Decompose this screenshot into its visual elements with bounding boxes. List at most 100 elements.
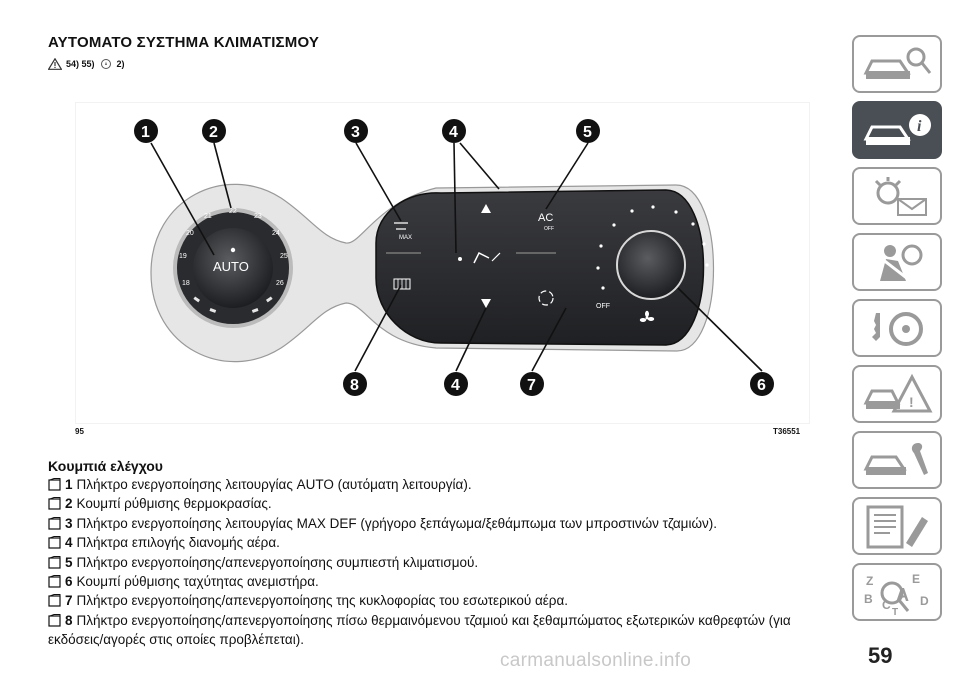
warning-refs-text: 54) 55) [66,59,95,69]
technical-data-icon [866,505,928,549]
legend-text: Πλήκτρο ενεργοποίησης λειτουργίας AUTO (… [76,477,472,492]
rear-defrost-button[interactable] [393,278,411,290]
dial-number: 19 [179,253,187,260]
legend-number: 8 [65,612,73,628]
dial-number: 21 [204,213,212,220]
bookmark-bullet-icon [48,478,61,491]
index-letter: D [920,594,929,608]
bookmark-bullet-icon [48,575,61,588]
index-letters-icon: Z E B A C D T [864,572,929,615]
legend-item: 5 Πλήκτρο ενεργοποίησης/απενεργοποίησης … [48,553,838,572]
tab-technical-data[interactable] [852,497,942,555]
recirculation-button[interactable] [538,290,554,306]
controls-title: Κουμπιά ελέγχου [48,458,163,474]
callout-7: 7 [527,377,536,394]
callout-5: 5 [583,124,592,141]
fan-speed-dial[interactable] [616,230,686,300]
auto-button[interactable]: AUTO [213,259,249,274]
dial-number: 20 [186,230,194,237]
svg-text:MAX: MAX [399,235,412,241]
bookmark-bullet-icon [48,555,61,569]
legend-item: 3 Πλήκτρο ενεργοποίησης λειτουργίας MAX … [48,514,838,533]
tab-car-search[interactable] [852,35,942,93]
air-up-button[interactable] [481,204,491,213]
max-def-button[interactable]: MAX [394,222,412,241]
index-letter: C [882,598,891,612]
legend-item: 1 Πλήκτρο ενεργοποίησης λειτουργίας AUTO… [48,475,838,494]
warning-lights-icon [874,177,927,216]
legend-text: Κουμπί ρύθμισης θερμοκρασίας. [76,496,272,512]
legend-text: Πλήκτρα επιλογής διανομής αέρα. [76,535,280,551]
climate-panel-figure: AUTO 22 21 23 20 24 19 25 18 26 MAX [75,102,810,424]
controls-legend: 1 Πλήκτρο ενεργοποίησης λειτουργίας AUTO… [48,475,838,650]
dial-number: 26 [276,280,284,287]
maintenance-car-icon [863,443,928,475]
legend-text: Πλήκτρο ενεργοποίησης/απενεργοποίησης πί… [48,612,791,648]
bookmark-bullet-icon [48,516,61,530]
tab-emergency[interactable]: ! [852,365,942,423]
tab-index[interactable]: Z E B A C D T [852,563,942,621]
info-icon [100,59,111,69]
legend-number: 3 [65,515,73,531]
fan-off-label: OFF [596,303,610,310]
svg-text:OFF: OFF [544,226,554,232]
legend-text: Πλήκτρο ενεργοποίησης λειτουργίας MAX DE… [76,515,717,531]
dial-number: 23 [254,213,262,220]
tab-maintenance[interactable] [852,431,942,489]
legend-item: 2 Κουμπί ρύθμισης θερμοκρασίας. [48,494,838,513]
bookmark-bullet-icon [48,594,61,608]
car-info-icon: i [863,114,931,145]
legend-item: 4 Πλήκτρα επιλογής διανομής αέρα. [48,533,838,552]
car-search-icon [863,47,932,79]
callout-8: 8 [350,377,359,394]
info-refs-text: 2) [116,59,125,69]
fan-icon [639,310,655,322]
air-down-button[interactable] [481,299,491,308]
legend-item: 6 Κουμπί ρύθμισης ταχύτητας ανεμιστήρα. [48,572,838,591]
climate-panel-drawing: AUTO 22 21 23 20 24 19 25 18 26 MAX [134,119,774,396]
legend-number: 4 [65,535,73,551]
legend-text: Πλήκτρο ενεργοποίησης/απενεργοποίησης τη… [76,593,569,609]
dial-number: 18 [182,280,190,287]
svg-text:AC: AC [538,212,553,224]
page-number: 59 [868,643,893,668]
figure-number: 95 [75,427,84,436]
legend-text: Πλήκτρο ενεργοποίησης/απενεργοποίησης συ… [76,554,479,570]
index-letter: E [912,572,920,586]
legend-number: 6 [65,574,73,590]
bookmark-bullet-icon [48,536,61,549]
callout-2: 2 [209,124,218,141]
tab-warning-lights[interactable] [852,167,942,225]
tab-driving[interactable] [852,299,942,357]
index-letter: Z [866,574,873,588]
dial-number: 24 [272,230,280,237]
callout-3: 3 [351,124,360,141]
callout-1: 1 [141,124,150,141]
emergency-triangle-icon: ! [863,373,933,413]
legend-item: 7 Πλήκτρο ενεργοποίησης/απενεργοποίησης … [48,591,838,610]
legend-number: 7 [65,593,73,609]
callout-4b: 4 [451,377,460,394]
tab-car-info[interactable]: i [852,101,942,159]
figure-code: T36551 [773,427,801,436]
index-letter: T [892,607,898,615]
safety-airbag-icon [880,244,923,281]
dial-number: 25 [280,253,288,260]
svg-text:!: ! [909,394,914,410]
tab-safety[interactable] [852,233,942,291]
bookmark-bullet-icon [48,613,61,627]
section-title: ΑΥΤΟΜΑΤΟ ΣΥΣΤΗΜΑ ΚΛΙΜΑΤΙΣΜΟΥ [48,34,320,51]
warning-references: 54) 55) 2) [48,58,125,70]
callout-markers: 1 2 3 4 5 8 4 7 6 [134,119,774,396]
legend-number: 5 [65,554,73,570]
bookmark-bullet-icon [48,497,61,511]
legend-text: Κουμπί ρύθμισης ταχύτητας ανεμιστήρα. [76,574,319,590]
index-letter: B [864,592,873,606]
callout-6: 6 [757,377,766,394]
air-distribution-button[interactable] [458,251,501,264]
steering-key-icon [872,312,923,346]
ac-button[interactable]: AC OFF [538,212,554,232]
dial-number: 22 [229,208,237,215]
svg-text:i: i [917,118,922,135]
